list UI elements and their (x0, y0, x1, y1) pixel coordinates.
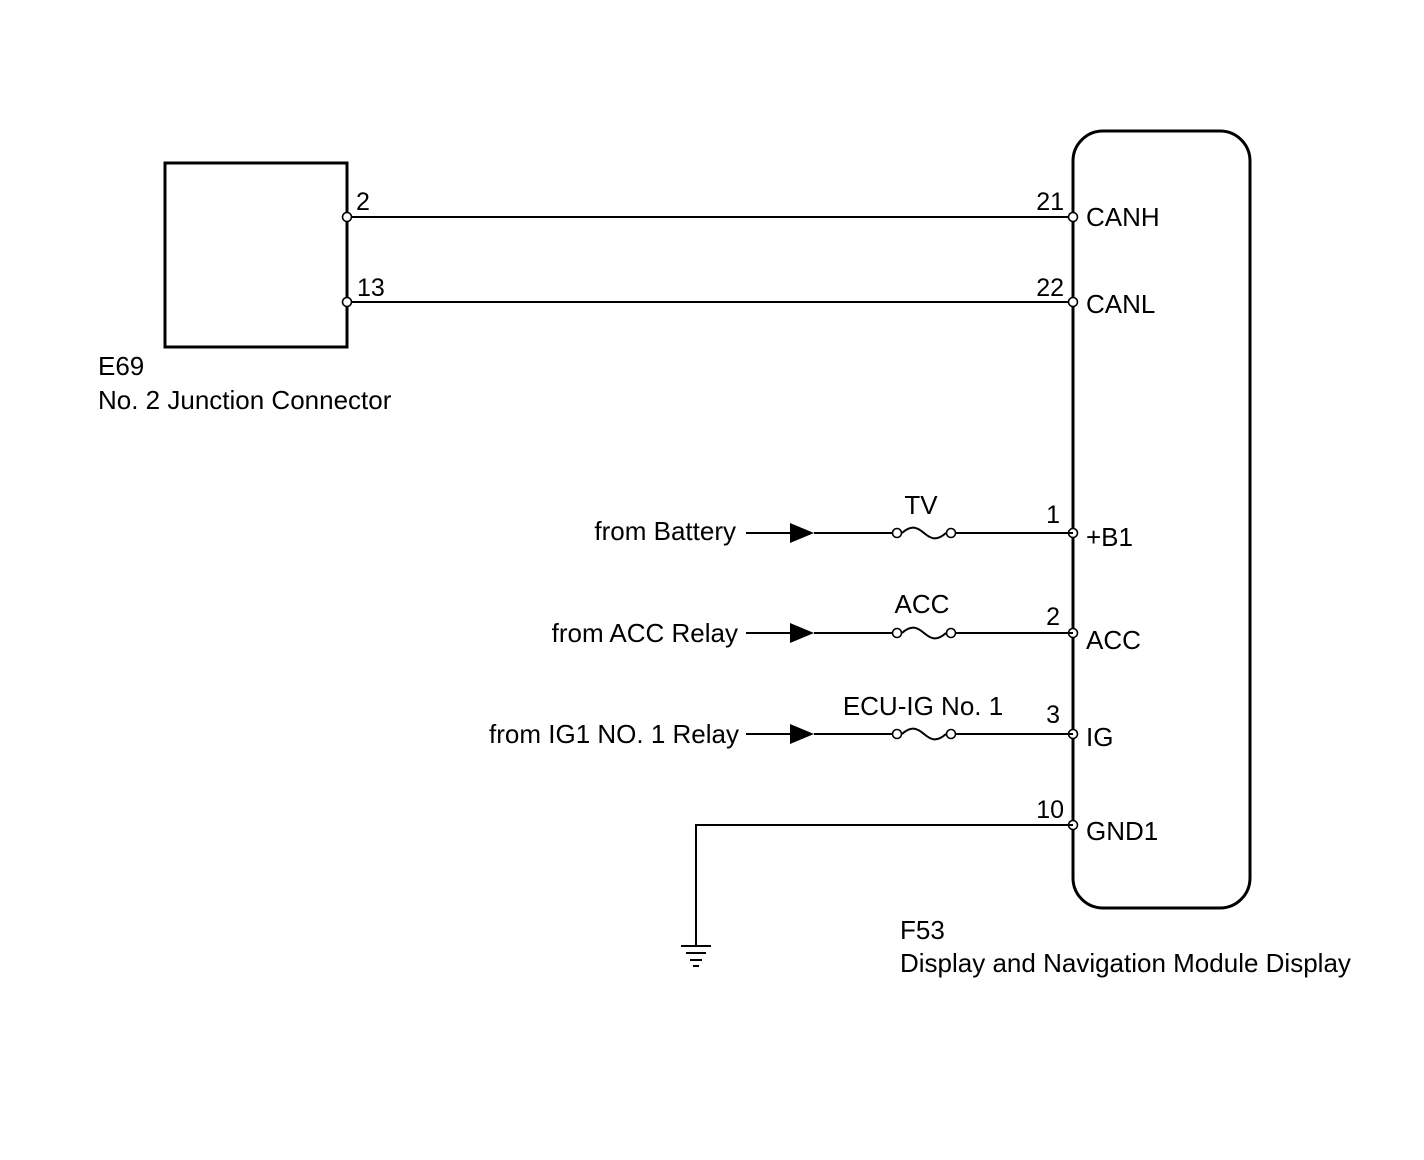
tv-fuse-label: TV (904, 490, 938, 520)
f53-pin-22-name: CANL (1086, 289, 1155, 319)
ecu-ig-fuse-label: ECU-IG No. 1 (843, 691, 1003, 721)
f53-name-label: Display and Navigation Module Display (900, 948, 1351, 978)
ground-line (681, 824, 1073, 967)
f53-pin-22-terminal (1067, 296, 1079, 308)
e69-pin-2-terminal (341, 211, 353, 223)
ground-icon (681, 945, 711, 967)
f53-module-body (1071, 129, 1252, 910)
f53-pin-1-number: 1 (1046, 501, 1060, 529)
f53-pin-21-name: CANH (1086, 202, 1160, 232)
f53-pin-3-number: 3 (1046, 701, 1060, 729)
acc-fuse-terminal-right (945, 627, 957, 639)
f53-module: F53 Display and Navigation Module Displa… (900, 129, 1351, 978)
ecu-ig-fuse-icon (901, 727, 947, 741)
ig-arrow-icon (790, 724, 814, 744)
ig-source-label: from IG1 NO. 1 Relay (489, 719, 739, 749)
f53-pin-21-terminal (1067, 211, 1079, 223)
battery-supply-line: from Battery TV (594, 490, 1073, 546)
e69-pin-13-terminal (341, 296, 353, 308)
e69-pin-13-label: 13 (357, 274, 385, 302)
acc-fuse-terminal-left (891, 627, 903, 639)
acc-source-label: from ACC Relay (552, 618, 738, 648)
f53-pin-10-number: 10 (1036, 796, 1064, 824)
e69-code-label: E69 (98, 351, 144, 381)
tv-fuse-terminal-left (891, 527, 903, 539)
battery-source-label: from Battery (594, 516, 736, 546)
ig-supply-line: from IG1 NO. 1 Relay ECU-IG No. 1 (489, 691, 1073, 749)
tv-fuse-icon (901, 526, 947, 540)
f53-pin-10-name: GND1 (1086, 816, 1158, 846)
acc-fuse-icon (901, 626, 947, 640)
gnd1-wire (695, 824, 1073, 946)
f53-pins: 21 CANH 22 CANL 1 +B1 2 ACC 3 IG 10 GND1 (1036, 188, 1159, 846)
f53-pin-2-name: ACC (1086, 625, 1141, 655)
f53-pin-21-number: 21 (1036, 188, 1064, 216)
can-bus-wires (341, 211, 1073, 308)
e69-pin-2-label: 2 (356, 188, 370, 216)
e69-name-label: No. 2 Junction Connector (98, 385, 392, 415)
ecu-ig-fuse-terminal-left (891, 728, 903, 740)
acc-fuse-label: ACC (895, 589, 950, 619)
acc-supply-line: from ACC Relay ACC (552, 589, 1073, 648)
f53-pin-1-name: +B1 (1086, 522, 1133, 552)
f53-code-label: F53 (900, 915, 945, 945)
battery-arrow-icon (790, 523, 814, 543)
f53-pin-2-number: 2 (1046, 603, 1060, 631)
ecu-ig-fuse-terminal-right (945, 728, 957, 740)
f53-pin-3-name: IG (1086, 722, 1113, 752)
f53-pin-22-number: 22 (1036, 274, 1064, 302)
e69-connector: 2 13 E69 No. 2 Junction Connector (98, 161, 392, 415)
tv-fuse-terminal-right (945, 527, 957, 539)
acc-arrow-icon (790, 623, 814, 643)
e69-connector-body (163, 161, 349, 349)
